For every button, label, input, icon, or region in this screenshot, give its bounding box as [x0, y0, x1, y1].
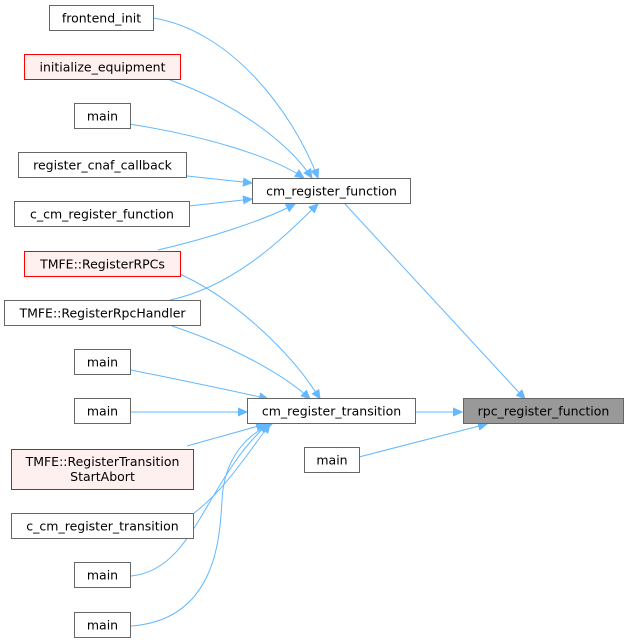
node-main-2[interactable]: main: [74, 349, 131, 375]
node-label: main: [316, 453, 347, 468]
node-label: main: [87, 404, 118, 419]
edge-main2-to-cm_register_transition: [130, 369, 268, 399]
edge-initialize_equipment-to-cm_register_function: [169, 79, 312, 178]
edge-cm_register_function-to-rpc_register_function: [344, 203, 525, 399]
node-label: cm_register_transition: [262, 404, 401, 419]
node-label-line2: StartAbort: [70, 469, 135, 484]
edge-c_cm_register_function-to-cm_register_function: [188, 199, 252, 207]
node-frontend_init[interactable]: frontend_init: [49, 5, 154, 31]
node-main-5[interactable]: main: [74, 612, 131, 638]
node-label: rpc_register_function: [478, 404, 610, 419]
edge-tmfe_registerrpchandler-to-cm_register_transition: [171, 325, 310, 399]
node-label: TMFE::RegisterRpcHandler: [18, 306, 186, 321]
node-main-6[interactable]: main: [304, 447, 360, 473]
node-label: register_cnaf_callback: [33, 158, 173, 173]
node-label: initialize_equipment: [40, 60, 166, 75]
node-label: main: [87, 568, 118, 583]
node-label: main: [87, 355, 118, 370]
edge-tmfe_registerrpchandler-to-cm_register_function: [169, 204, 318, 301]
edge-main5-to-cm_register_transition: [130, 424, 272, 627]
node-c_cm_register_transition[interactable]: c_cm_register_transition: [11, 513, 194, 539]
node-initialize_equipment[interactable]: initialize_equipment: [24, 54, 181, 80]
edge-tmfe_registerrpcs-to-cm_register_transition: [174, 271, 320, 399]
edge-frontend_init-to-cm_register_function: [152, 17, 318, 178]
node-rpc_register_function[interactable]: rpc_register_function: [463, 398, 624, 424]
edge-main6-to-rpc_register_function: [358, 424, 487, 458]
edge-main4-to-cm_register_transition: [130, 424, 268, 577]
node-cm_register_transition[interactable]: cm_register_transition: [247, 398, 416, 424]
edge-main1-to-cm_register_function: [128, 123, 304, 178]
node-label: main: [87, 618, 118, 633]
node-label: cm_register_function: [266, 184, 397, 199]
node-tmfe_registerrpcs[interactable]: TMFE::RegisterRPCs: [24, 251, 181, 277]
node-tmfe_registertransitionstartabort[interactable]: TMFE::RegisterTransition StartAbort: [11, 449, 194, 490]
node-label: main: [87, 109, 118, 124]
node-register_cnaf_callback[interactable]: register_cnaf_callback: [18, 152, 187, 178]
node-c_cm_register_function[interactable]: c_cm_register_function: [14, 201, 190, 227]
node-tmfe_registerrpchandler[interactable]: TMFE::RegisterRpcHandler: [4, 300, 201, 326]
node-label: frontend_init: [62, 11, 141, 26]
edge-tmfe_registerrpcs-to-cm_register_function: [157, 204, 295, 251]
node-label: c_cm_register_function: [30, 207, 174, 222]
node-label: c_cm_register_transition: [26, 519, 178, 534]
node-label: TMFE::RegisterRPCs: [39, 257, 165, 272]
node-main-1[interactable]: main: [74, 103, 131, 129]
edge-c_cm_register_transition-to-cm_register_transition: [193, 424, 270, 514]
node-cm_register_function[interactable]: cm_register_function: [252, 178, 411, 204]
node-main-3[interactable]: main: [74, 398, 131, 424]
node-main-4[interactable]: main: [74, 562, 131, 588]
edge-register_cnaf_callback-to-cm_register_function: [186, 175, 252, 183]
node-label-line1: TMFE::RegisterTransition: [25, 454, 180, 469]
